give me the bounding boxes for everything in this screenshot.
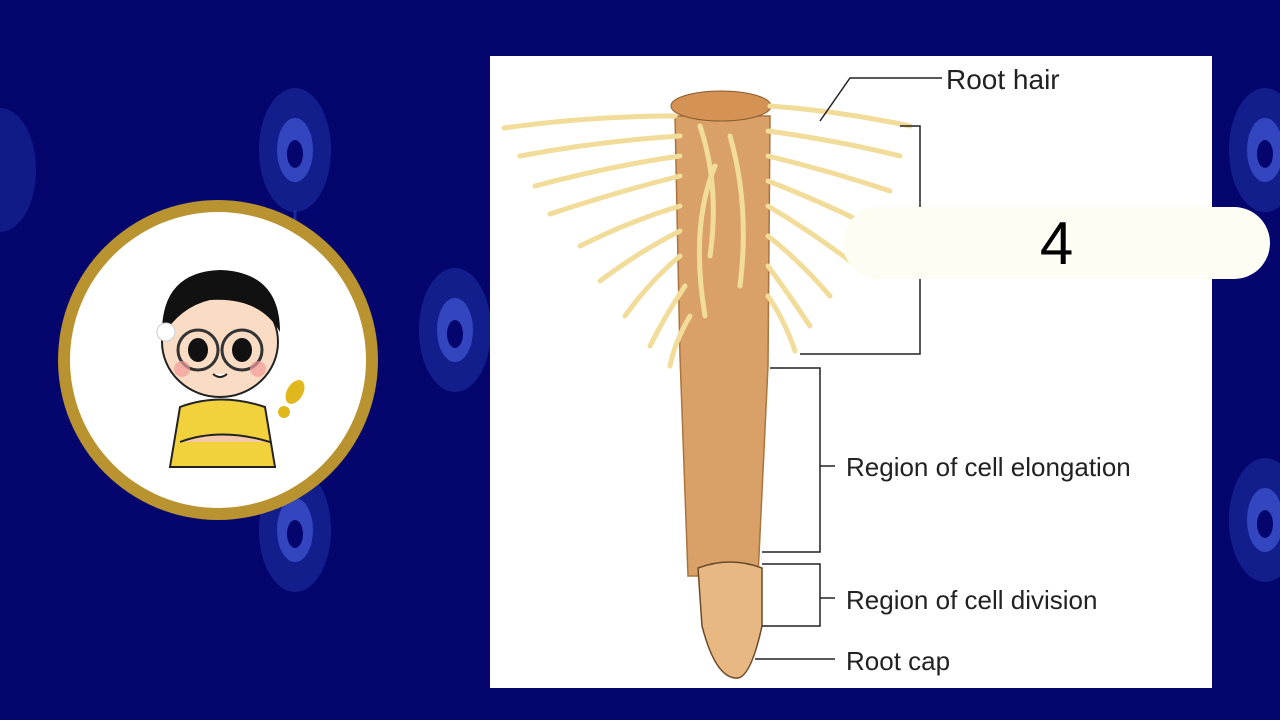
root-diagram: Root hair Region of cell elongation Regi… <box>490 56 1212 688</box>
label-region-of-cell-elongation: Region of cell elongation <box>846 452 1131 482</box>
label-region-of-cell-division: Region of cell division <box>846 585 1098 615</box>
root-hairs <box>501 103 913 369</box>
peacock-feather-icon <box>1229 88 1280 212</box>
answer-number: 4 <box>1039 209 1074 277</box>
label-root-hair: Root hair <box>946 64 1060 95</box>
peacock-feather-icon <box>0 108 36 232</box>
cartoon-character-icon <box>156 270 305 468</box>
root-illustration <box>501 77 942 679</box>
peacock-feather-icon <box>1229 458 1280 582</box>
avatar <box>58 200 378 520</box>
peacock-feather-icon <box>419 268 491 392</box>
label-root-cap: Root cap <box>846 646 951 676</box>
answer-number-overlay: 4 <box>843 207 1270 279</box>
label-leader-lines <box>755 77 942 660</box>
